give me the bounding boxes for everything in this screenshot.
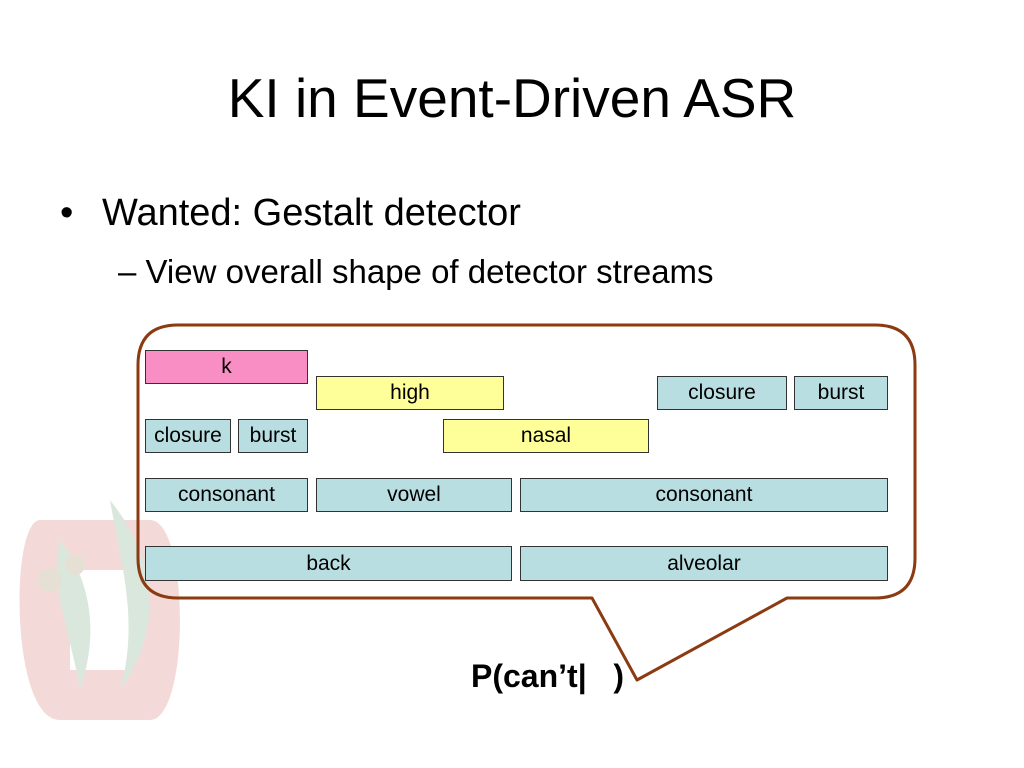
detector-back: back [145, 546, 512, 581]
subbullet-view: – View overall shape of detector streams [118, 253, 714, 290]
detector-burst-right: burst [794, 376, 888, 410]
speech-bubble-outline [136, 323, 917, 682]
detector-nasal: nasal [443, 419, 649, 453]
detector-vowel: vowel [316, 478, 512, 512]
detector-alveolar: alveolar [520, 546, 888, 581]
bullet-marker: • [60, 192, 74, 234]
detector-k: k [145, 350, 308, 384]
detector-closure-left: closure [145, 419, 231, 453]
detector-consonant-left: consonant [145, 478, 308, 512]
detector-burst-left: burst [238, 419, 308, 453]
bullet-wanted: • Wanted: Gestalt detector [60, 188, 521, 238]
detector-consonant-right: consonant [520, 478, 888, 512]
bullet-text: Wanted: Gestalt detector [102, 192, 521, 234]
probability-expression: P(can’t| ) [471, 658, 624, 694]
detector-closure-right: closure [657, 376, 787, 410]
detector-high: high [316, 376, 504, 410]
slide-title: KI in Event-Driven ASR [227, 67, 797, 129]
